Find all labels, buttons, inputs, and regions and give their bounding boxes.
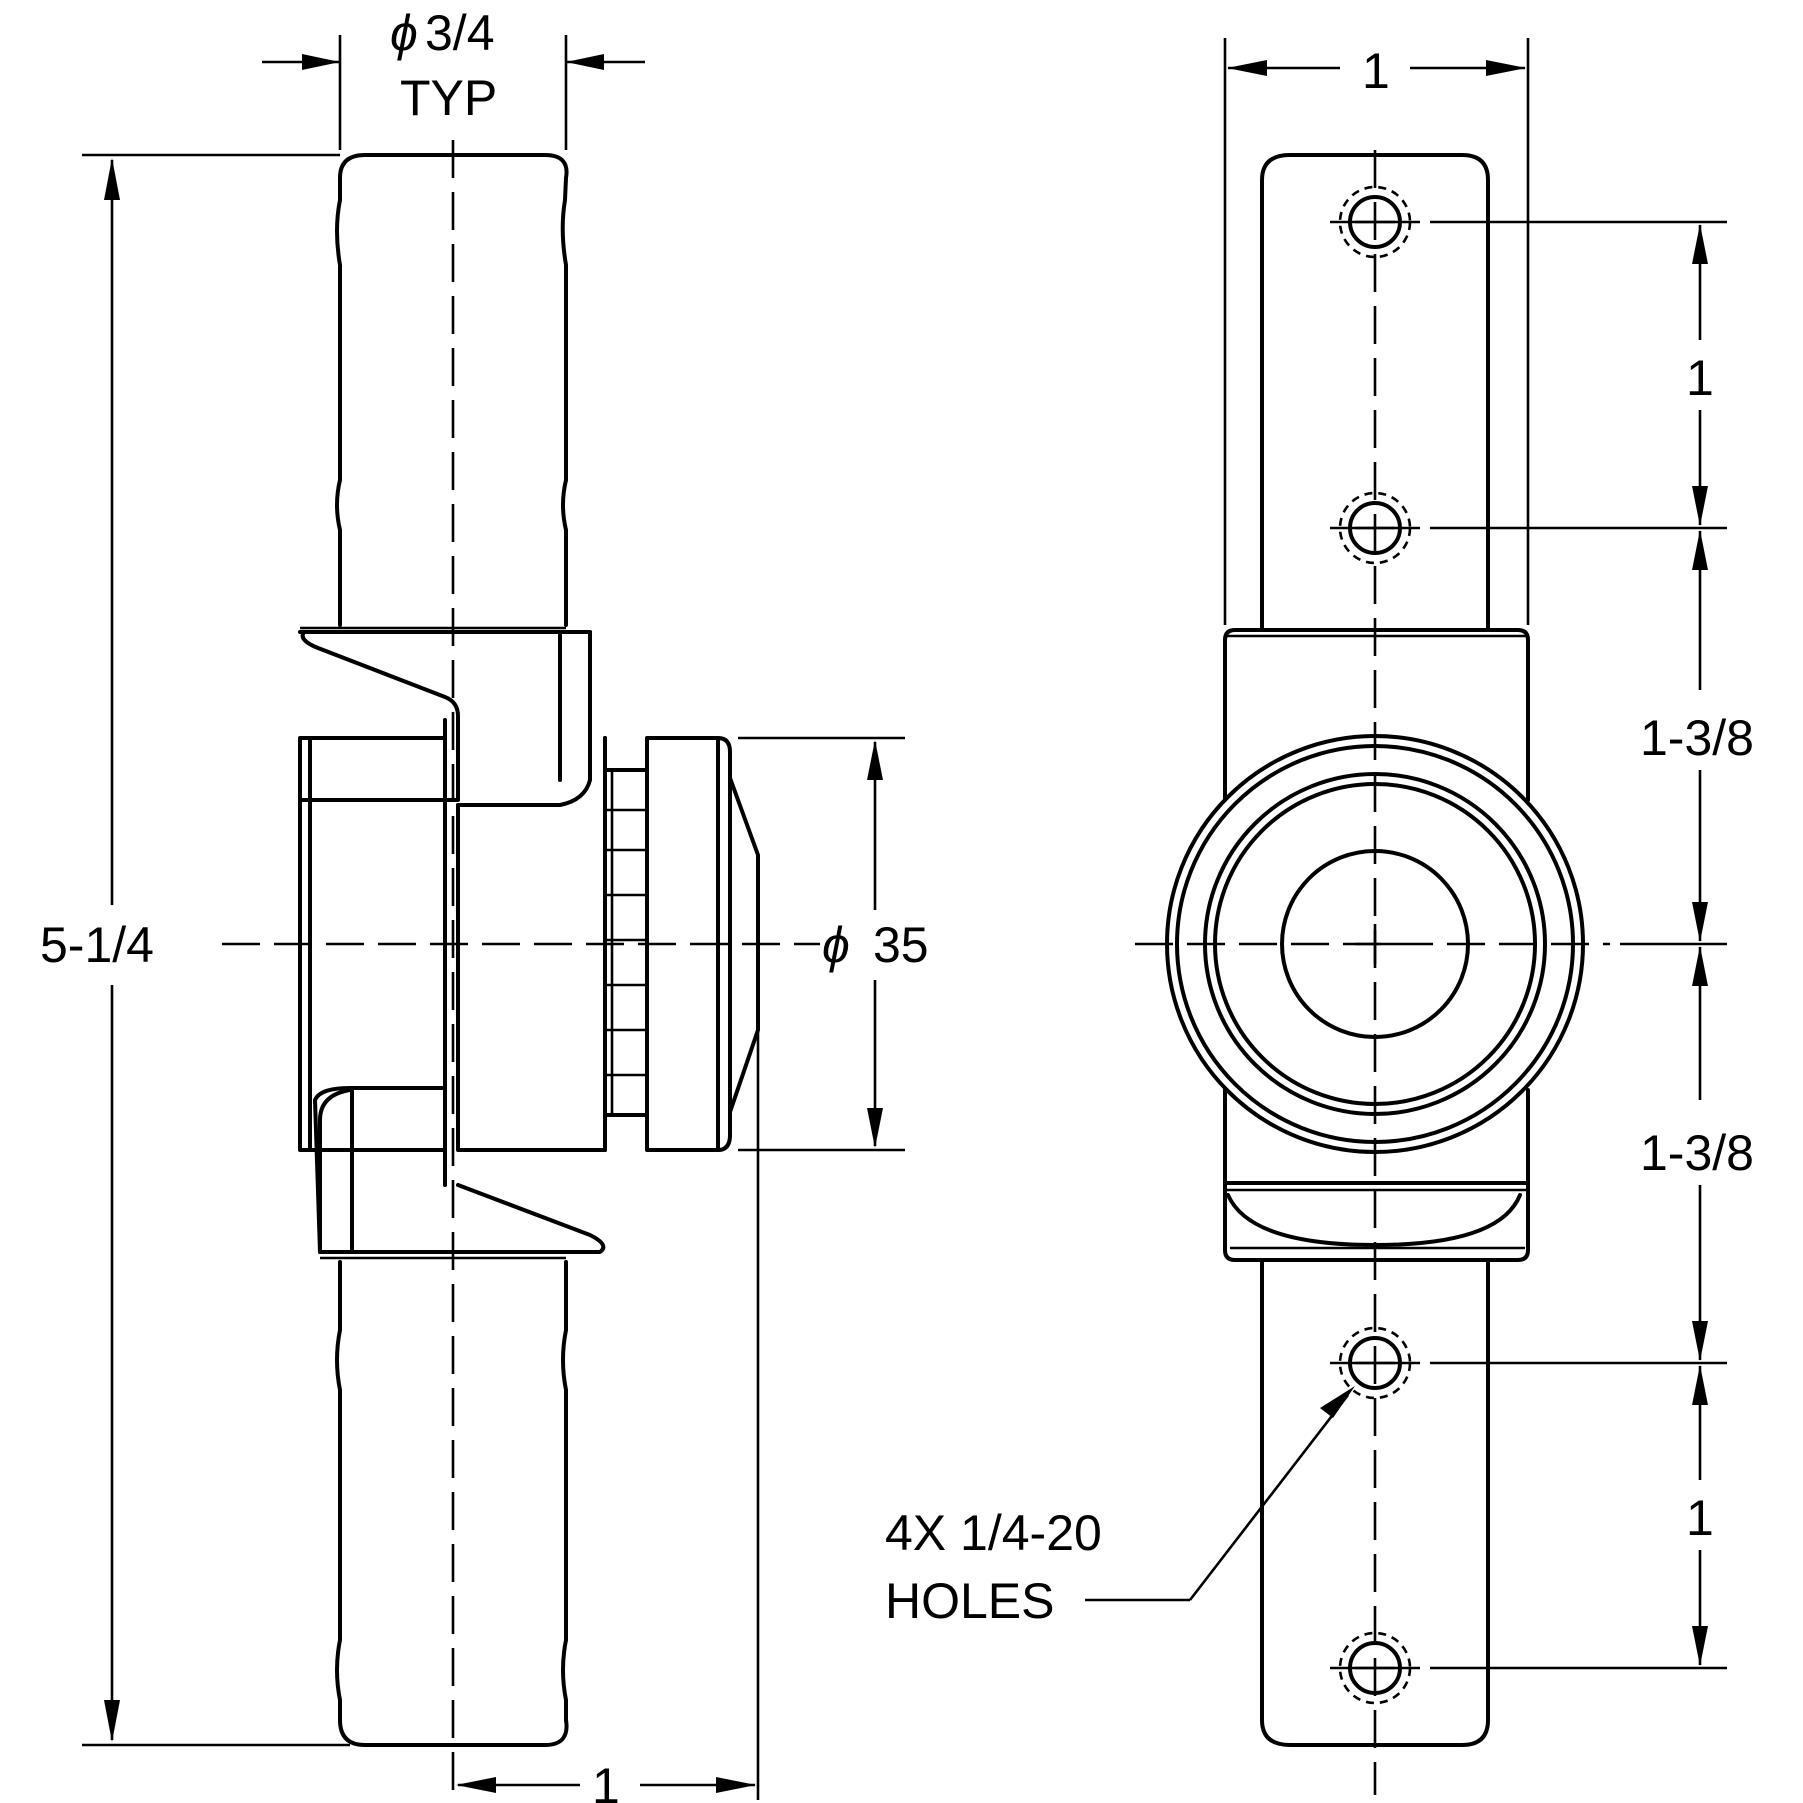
holes-callout-line1: 4X 1/4-20 — [885, 1505, 1102, 1561]
dia-symbol: ϕ — [390, 5, 418, 61]
knurled-hub — [603, 768, 649, 1117]
front-width-value: 1 — [1362, 43, 1390, 99]
dia-disc-value: 35 — [873, 917, 929, 973]
dia-tube-value: 3/4 — [425, 5, 495, 61]
front-view — [1135, 150, 1610, 1795]
dia-disc-symbol: ϕ — [822, 917, 850, 973]
holes-callout: 4X 1/4-20 HOLES — [885, 1386, 1355, 1629]
top-flange — [298, 630, 460, 802]
mount-plate — [456, 736, 607, 1152]
dimension-dia-tube: ϕ 3/4 TYP — [262, 5, 645, 150]
hole-to-center-top-value: 1-3/8 — [1640, 710, 1754, 766]
dimension-overall-height: 5-1/4 — [40, 153, 350, 1747]
hole-to-center-bottom-value: 1-3/8 — [1640, 1125, 1754, 1181]
typ-label: TYP — [400, 70, 497, 126]
offset-width-value: 1 — [592, 1758, 620, 1803]
upper-tube-outline — [335, 153, 569, 627]
dimension-hole-spacing: 1 1-3/8 1-3/8 1 — [1430, 220, 1754, 1670]
overall-height-value: 5-1/4 — [40, 917, 154, 973]
dimension-front-width: 1 — [1223, 38, 1530, 625]
dimension-dia-disc: ϕ 35 — [738, 736, 929, 1152]
hole-spacing-top-value: 1 — [1686, 350, 1714, 406]
lower-tube-outline — [335, 1260, 569, 1747]
side-view — [222, 140, 820, 1795]
holes-callout-line2: HOLES — [885, 1573, 1055, 1629]
dimension-offset-width: 1 — [456, 1030, 760, 1803]
hole-spacing-bottom-value: 1 — [1686, 1490, 1714, 1546]
